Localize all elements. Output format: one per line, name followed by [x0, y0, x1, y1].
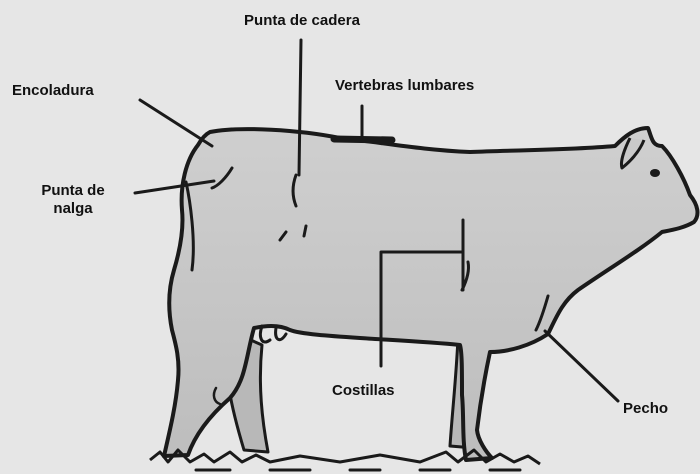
cow-eye	[650, 169, 660, 177]
vertebras-marker	[330, 135, 396, 144]
leader-encoladura	[138, 98, 214, 148]
leader-punta-nalga	[133, 179, 216, 195]
leader-punta-cadera	[297, 38, 303, 177]
ground-grass	[149, 448, 541, 466]
leader-costillas	[379, 218, 465, 368]
cow-rump-contour	[210, 166, 234, 190]
label-punta-nalga: Punta de nalga	[18, 182, 128, 218]
cow-hip-contour	[291, 173, 298, 208]
cow-knee-mark	[212, 386, 222, 406]
label-pecho: Pecho	[623, 400, 669, 417]
cow-flank-mark	[278, 224, 308, 242]
label-costillas: Costillas	[332, 382, 395, 399]
label-encoladura: Encoladura	[12, 82, 94, 99]
cow-ear	[620, 137, 646, 170]
leader-pecho	[543, 329, 620, 403]
cow-udder	[258, 324, 288, 344]
label-punta-nalga-line2: nalga	[53, 200, 93, 217]
label-vertebras-lumbares: Vertebras lumbares	[335, 77, 475, 94]
label-punta-nalga-line1: Punta de	[41, 182, 105, 199]
cow-brisket-contour	[534, 294, 550, 332]
cow-body	[162, 126, 700, 462]
cow-thigh-contour	[184, 180, 195, 272]
label-punta-cadera: Punta de cadera	[244, 12, 360, 29]
